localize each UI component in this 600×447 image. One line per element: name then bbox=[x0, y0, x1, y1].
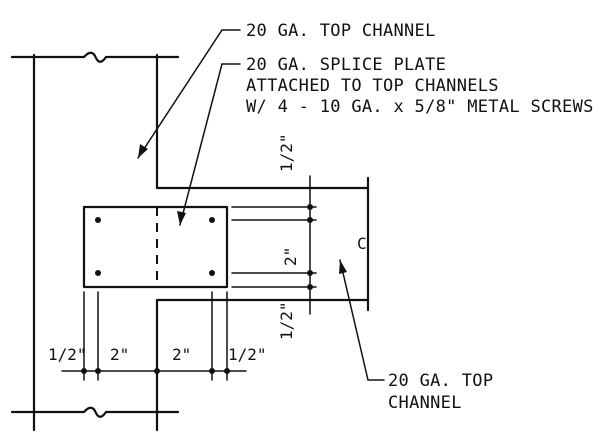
centerline-mark: C bbox=[357, 234, 367, 253]
screw-hole bbox=[95, 270, 101, 276]
dim-bottom-3: 2" bbox=[172, 345, 191, 364]
leader-top-channel bbox=[137, 29, 241, 159]
dim-bottom-4: 1/2" bbox=[228, 345, 267, 364]
leader-top-channel-2 bbox=[339, 259, 385, 381]
callout-splice-plate-line2: ATTACHED TO TOP CHANNELS bbox=[246, 76, 499, 96]
screw-hole bbox=[209, 217, 215, 223]
screw-hole bbox=[209, 270, 215, 276]
leader-splice-plate bbox=[177, 63, 241, 226]
callout-top-channel-2-line2: CHANNEL bbox=[388, 393, 462, 413]
screw-hole bbox=[95, 217, 101, 223]
horizontal-top-channel bbox=[155, 176, 370, 312]
bottom-dimension-lines bbox=[61, 291, 247, 381]
vertical-top-channel bbox=[10, 51, 180, 432]
right-dimension-lines bbox=[231, 175, 317, 315]
dim-right-bottom: 1/2" bbox=[277, 301, 296, 340]
splice-plate bbox=[82, 205, 229, 289]
callout-splice-plate-line3: W/ 4 - 10 GA. x 5/8" METAL SCREWS bbox=[246, 97, 594, 117]
dim-right-middle: 2" bbox=[281, 247, 300, 266]
callout-top-channel-2-line1: 20 GA. TOP bbox=[388, 371, 493, 391]
callout-top-channel: 20 GA. TOP CHANNEL bbox=[246, 21, 436, 41]
dim-right-top: 1/2" bbox=[277, 133, 296, 172]
callout-splice-plate-line1: 20 GA. SPLICE PLATE bbox=[246, 55, 446, 75]
dim-bottom-1: 1/2" bbox=[48, 345, 87, 364]
dim-bottom-2: 2" bbox=[110, 345, 129, 364]
